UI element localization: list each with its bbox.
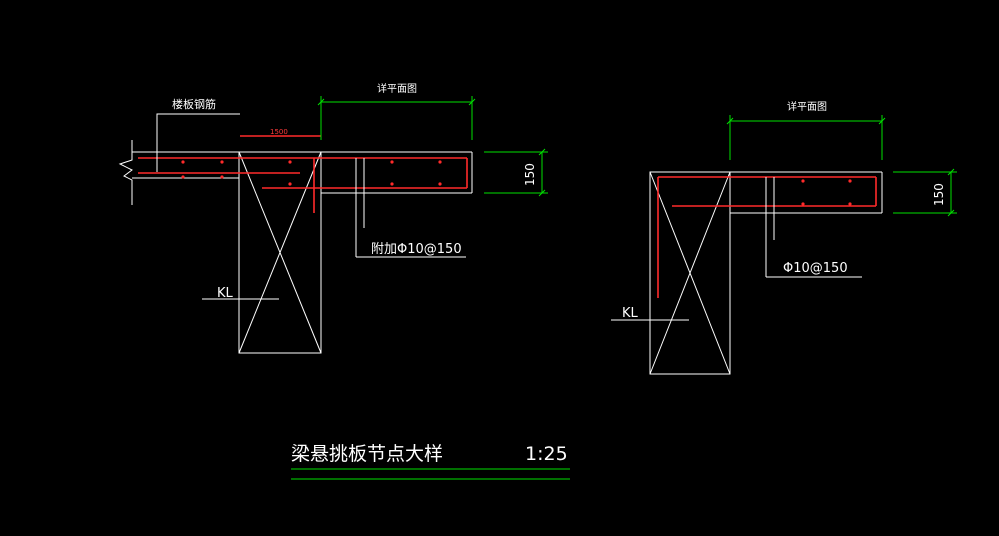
left-slab-leader (156, 113, 240, 172)
left-rebar-length-label: 1500 (270, 128, 288, 136)
right-detail: 详平面图 150 Φ10@150 KL (611, 100, 957, 375)
left-added-bar-label: 附加Φ10@150 (371, 242, 462, 257)
left-plan-ref-dimension (317, 96, 476, 140)
left-beam-section (238, 151, 322, 354)
left-added-bar-leader (355, 158, 466, 258)
left-slab-rebar-label: 楼板钢筋 (172, 97, 216, 111)
left-rebar-dots (181, 160, 442, 186)
left-plan-ref-label: 详平面图 (377, 82, 417, 95)
left-thickness-dimension (484, 148, 548, 197)
drawing-scale: 1:25 (525, 443, 568, 465)
left-beam-label: KL (217, 286, 234, 301)
right-plan-ref-dimension (726, 115, 886, 160)
right-thickness-dimension (893, 168, 957, 217)
right-bar-label: Φ10@150 (783, 261, 848, 276)
drawing-title: 梁悬挑板节点大样 (291, 443, 443, 465)
right-rebar-dots (801, 179, 852, 206)
right-bar-leader (765, 177, 862, 278)
right-plan-ref-label: 详平面图 (787, 100, 827, 113)
left-thickness-label: 150 (523, 163, 537, 186)
right-slab-outline (730, 171, 883, 214)
right-thickness-label: 150 (932, 183, 946, 206)
title-block: 梁悬挑板节点大样 1:25 (291, 443, 570, 480)
left-detail: 楼板钢筋 1500 详平面图 150 附加Φ10@150 (118, 82, 548, 354)
right-beam-section (649, 171, 731, 375)
right-rebar (657, 176, 877, 298)
left-break-symbol (118, 140, 133, 205)
left-rebar (138, 135, 468, 213)
right-beam-label: KL (622, 306, 639, 321)
